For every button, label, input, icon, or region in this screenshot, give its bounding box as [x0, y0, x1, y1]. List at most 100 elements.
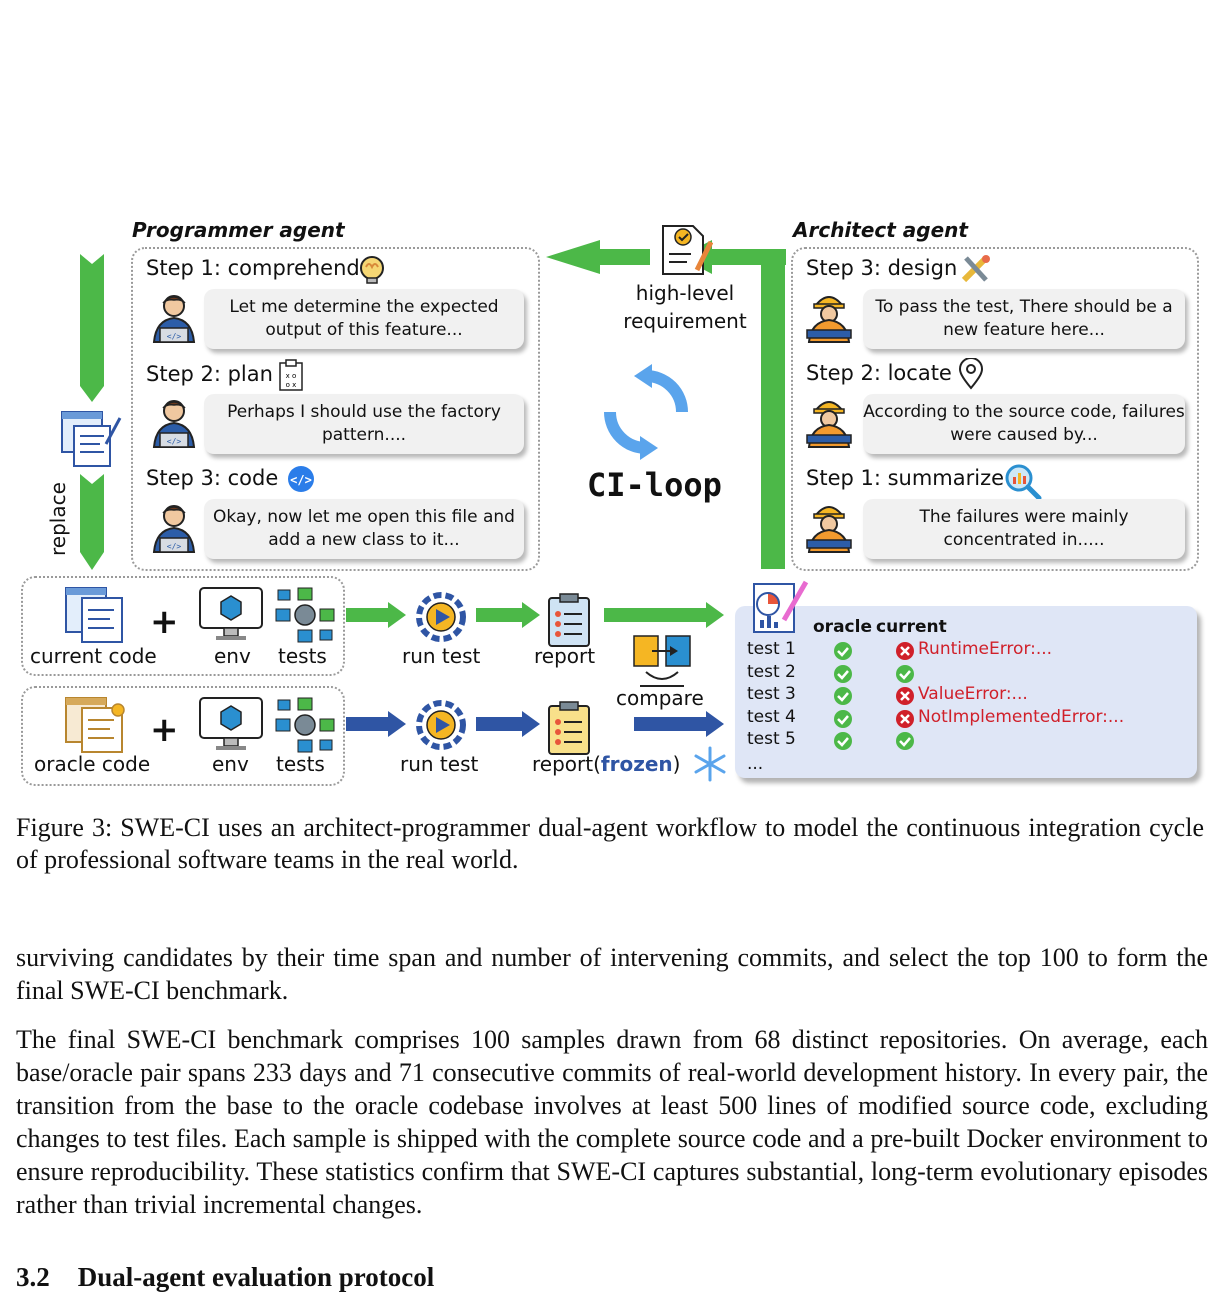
run-test-gear-icon	[416, 592, 466, 642]
architect-avatar-icon	[806, 401, 852, 448]
paragraph: The final SWE-CI benchmark comprises 100…	[16, 1025, 1208, 1219]
svg-text:</>: </>	[290, 473, 312, 487]
figure: Programmer agent Architect agent Step 1:…	[21, 218, 1199, 786]
test-name: test 1	[747, 639, 796, 659]
oracle-pass-check-icon	[833, 709, 853, 734]
tests-network-icon	[275, 587, 335, 643]
code-icon: </>	[288, 466, 314, 492]
run-test-gear-icon	[416, 700, 466, 750]
architect-bubble-3: The failures were mainly concentrated in…	[863, 499, 1185, 559]
architect-bubble-2: According to the source code, failures w…	[863, 394, 1185, 454]
programmer-step-2-label: Step 2: plan	[146, 362, 273, 386]
section-heading: 3.2 Dual-agent evaluation protocol	[16, 1262, 434, 1293]
architect-step-1-label: Step 1: summarize	[806, 466, 1005, 490]
figure-caption: Figure 3: SWE-CI uses an architect-progr…	[16, 813, 1204, 874]
current-fail-x-icon	[895, 641, 915, 666]
ci-loop-icon	[604, 364, 688, 460]
brain-bulb-icon	[360, 256, 384, 284]
design-tools-icon	[961, 255, 990, 283]
svg-text:</>: </>	[167, 542, 182, 551]
programmer-bubble-3: Okay, now let me open this file and add …	[204, 499, 524, 559]
architect-bubble-1: To pass the test, There should be a new …	[863, 289, 1185, 349]
compare-label: compare	[616, 686, 704, 710]
tests-network-icon	[275, 697, 335, 753]
oracle-pass-check-icon	[833, 686, 853, 711]
architect-step-2-label: Step 2: locate	[806, 361, 952, 385]
error-message: ValueError:...	[918, 684, 1028, 704]
report-chart-icon	[753, 580, 809, 633]
current-code-label: current code	[30, 644, 157, 668]
plus-sign: +	[150, 710, 179, 750]
tests-label: tests	[278, 644, 327, 668]
frozen-word: frozen	[600, 752, 673, 776]
current-pass-check-icon	[895, 664, 915, 689]
svg-text:</>: </>	[167, 437, 182, 446]
paragraph: surviving candidates by their time span …	[16, 943, 1208, 1005]
tests-label: tests	[276, 752, 325, 776]
results-table	[735, 606, 1197, 778]
green-arrow-vertical	[761, 249, 785, 569]
report-clipboard-icon	[548, 701, 590, 755]
oracle-code-icon	[65, 697, 125, 753]
architect-avatar-icon	[806, 506, 852, 553]
test-name: test 2	[747, 661, 796, 682]
test-name: test 4	[747, 706, 796, 727]
svg-text:x o: x o	[286, 372, 297, 380]
svg-text:o x: o x	[286, 381, 297, 389]
green-arrow-to-programmer	[546, 240, 650, 274]
ci-loop-label: CI-loop	[587, 466, 722, 504]
programmer-bubble-2: Perhaps I should use the factory pattern…	[204, 394, 524, 454]
high-level-requirement-label: high-level requirement	[623, 281, 747, 333]
report-clipboard-icon	[548, 593, 590, 647]
report-label: report	[534, 644, 596, 668]
programmer-avatar-icon: </>	[152, 400, 196, 448]
error-message: NotImplementedError:...	[918, 706, 1125, 727]
requirement-document-icon	[662, 225, 713, 275]
programmer-step-3-label: Step 3: code	[146, 466, 279, 490]
current-fail-x-icon	[895, 686, 915, 711]
report-frozen-prefix: report(	[532, 752, 601, 776]
oracle-pass-check-icon	[833, 664, 853, 689]
plan-clipboard-icon: x o o x	[279, 359, 303, 391]
architect-agent-title: Architect agent	[793, 218, 968, 242]
col-oracle-header: oracle	[813, 617, 872, 637]
env-monitor-icon	[199, 697, 263, 750]
pipeline-arrows	[346, 602, 724, 737]
section-number: 3.2	[16, 1262, 50, 1292]
plus-sign: +	[150, 602, 179, 642]
current-code-icon	[65, 587, 123, 643]
compare-icon	[633, 635, 691, 687]
replace-arrows	[80, 254, 104, 570]
test-name: test 3	[747, 684, 796, 704]
oracle-code-label: oracle code	[34, 752, 151, 776]
oracle-pass-check-icon	[833, 641, 853, 666]
current-pass-check-icon	[895, 731, 915, 756]
env-label: env	[212, 752, 249, 776]
programmer-step-1-label: Step 1: comprehend	[146, 256, 360, 280]
run-test-label: run test	[402, 644, 481, 668]
error-message: RuntimeError:...	[918, 639, 1053, 659]
architect-step-3-label: Step 3: design	[806, 256, 958, 280]
svg-text:</>: </>	[167, 332, 182, 341]
test-name: test 5	[747, 729, 796, 749]
code-files-icon	[61, 411, 122, 467]
run-test-label: run test	[400, 752, 479, 776]
snowflake-icon	[694, 746, 726, 782]
magnifier-chart-icon	[1005, 464, 1042, 500]
programmer-agent-title: Programmer agent	[132, 218, 345, 242]
current-fail-x-icon	[895, 709, 915, 734]
section-title: Dual-agent evaluation protocol	[77, 1262, 435, 1292]
report-frozen-label: report(frozen)	[532, 752, 680, 776]
report-frozen-suffix: )	[672, 752, 681, 776]
env-monitor-icon	[199, 587, 263, 640]
architect-avatar-icon	[806, 296, 852, 343]
replace-label: replace	[46, 482, 70, 556]
table-ellipsis: ...	[747, 754, 764, 774]
location-pin-icon	[958, 358, 984, 390]
oracle-pass-check-icon	[833, 731, 853, 756]
programmer-bubble-1: Let me determine the expected output of …	[204, 289, 524, 349]
col-current-header: current	[876, 617, 947, 637]
programmer-avatar-icon: </>	[152, 295, 196, 343]
env-label: env	[214, 644, 251, 668]
programmer-avatar-icon: </>	[152, 505, 196, 553]
